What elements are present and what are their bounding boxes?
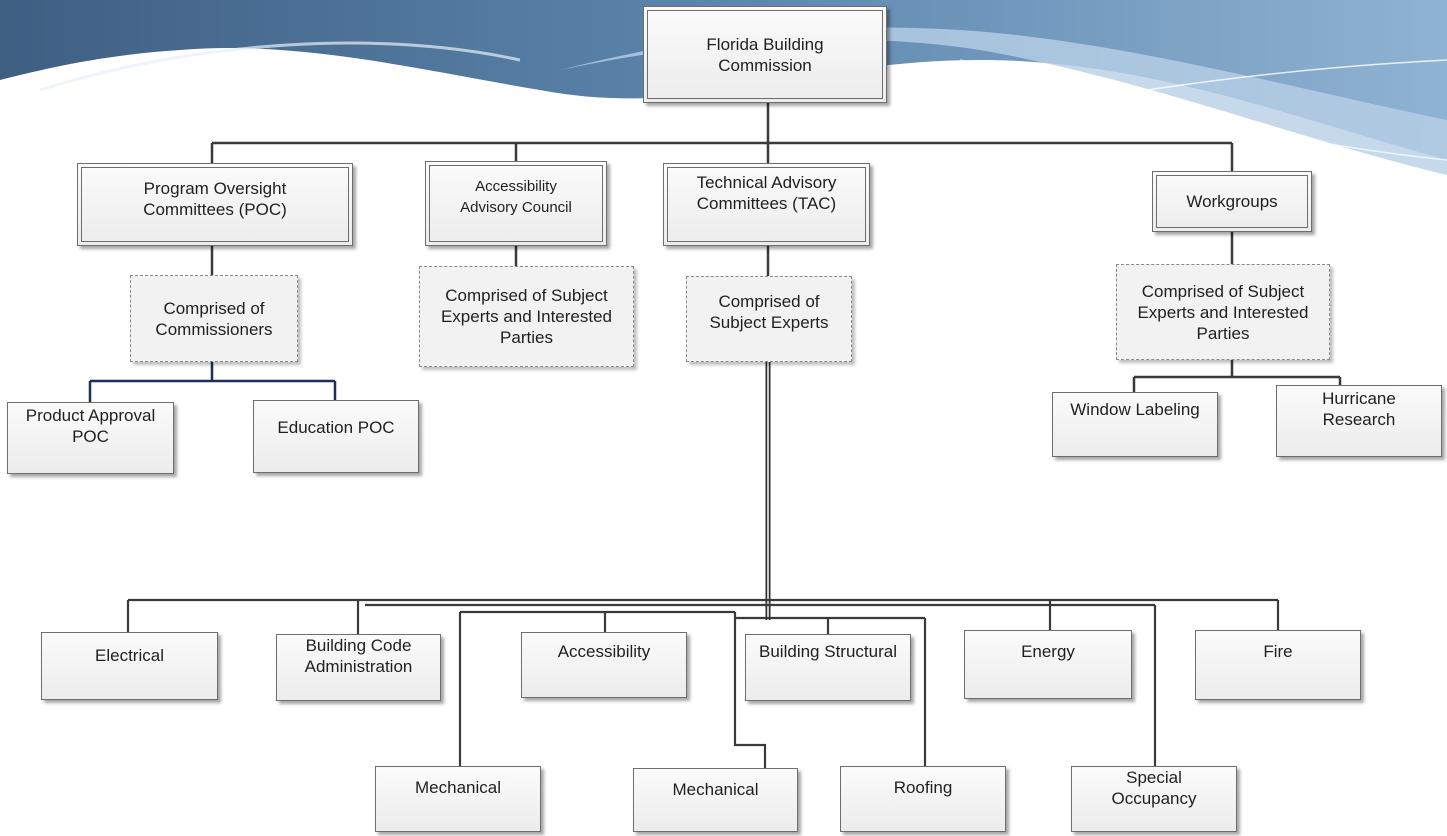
poc-composition-box: Comprised of Commissioners bbox=[130, 275, 298, 362]
tac-label: Special Occupancy bbox=[1111, 768, 1197, 808]
tac-fire-box: Fire bbox=[1195, 630, 1361, 700]
tac-mechanical-box: Mechanical bbox=[375, 766, 541, 832]
education-poc-box: Education POC bbox=[253, 400, 419, 473]
tac-mechanical-box: Mechanical bbox=[633, 768, 798, 832]
tac-roofing-box: Roofing bbox=[840, 766, 1006, 832]
tac-energy-box: Energy bbox=[964, 630, 1132, 699]
composition-label-wg: Comprised of Subject Experts and Interes… bbox=[1137, 281, 1309, 343]
committee-label-wg: Workgroups bbox=[1186, 192, 1278, 211]
program-oversight-committees-box: Program Oversight Committees (POC) bbox=[77, 163, 353, 246]
workgroups-box: Workgroups bbox=[1152, 171, 1312, 232]
tac-label: Building Structural bbox=[759, 642, 897, 661]
workgroups-composition-box: Comprised of Subject Experts and Interes… bbox=[1116, 264, 1330, 360]
committee-label-tac: Technical Advisory Committees (TAC) bbox=[696, 173, 837, 213]
accessibility-advisory-council-box: Accessibility Advisory Council bbox=[425, 161, 607, 246]
tac-label: Energy bbox=[1021, 642, 1075, 661]
tac-special-occupancy-box: Special Occupancy bbox=[1071, 766, 1237, 832]
committee-label-poc: Program Oversight Committees (POC) bbox=[143, 179, 287, 219]
tac-label: Fire bbox=[1263, 642, 1293, 661]
tac-composition-box: Comprised of Subject Experts bbox=[686, 276, 852, 362]
tac-label: Building Code Administration bbox=[304, 636, 413, 676]
tac-label: Mechanical bbox=[415, 778, 501, 797]
tac-electrical-box: Electrical bbox=[41, 632, 218, 700]
florida-building-commission-box: Florida Building Commission bbox=[643, 6, 887, 103]
hurricane-research-box: Hurricane Research bbox=[1276, 385, 1442, 457]
composition-label-poc: Comprised of Commissioners bbox=[155, 298, 273, 339]
composition-label-tac: Comprised of Subject Experts bbox=[709, 292, 829, 332]
product-approval-poc-box: Product Approval POC bbox=[7, 402, 174, 474]
tac-accessibility-box: Accessibility bbox=[521, 632, 687, 698]
tac-label: Mechanical bbox=[672, 780, 759, 799]
tac-building-structural-box: Building Structural bbox=[745, 634, 911, 701]
poc-member-label: Education POC bbox=[277, 418, 395, 437]
tac-label: Roofing bbox=[893, 778, 953, 797]
composition-label-aac: Comprised of Subject Experts and Interes… bbox=[440, 286, 613, 347]
workgroup-member-label: Window Labeling bbox=[1070, 400, 1200, 419]
aac-composition-box: Comprised of Subject Experts and Interes… bbox=[419, 266, 634, 367]
workgroup-member-label: Hurricane Research bbox=[1322, 389, 1396, 429]
poc-member-label: Product Approval POC bbox=[25, 406, 156, 446]
tac-label: Electrical bbox=[95, 646, 164, 665]
window-labeling-box: Window Labeling bbox=[1052, 392, 1218, 457]
technical-advisory-committees-box: Technical Advisory Committees (TAC) bbox=[663, 163, 870, 246]
tac-building-code-administration-box: Building Code Administration bbox=[276, 634, 441, 701]
root-label: Florida Building Commission bbox=[706, 34, 824, 75]
tac-label: Accessibility bbox=[557, 642, 651, 661]
committee-label-aac: Accessibility Advisory Council bbox=[460, 178, 572, 216]
